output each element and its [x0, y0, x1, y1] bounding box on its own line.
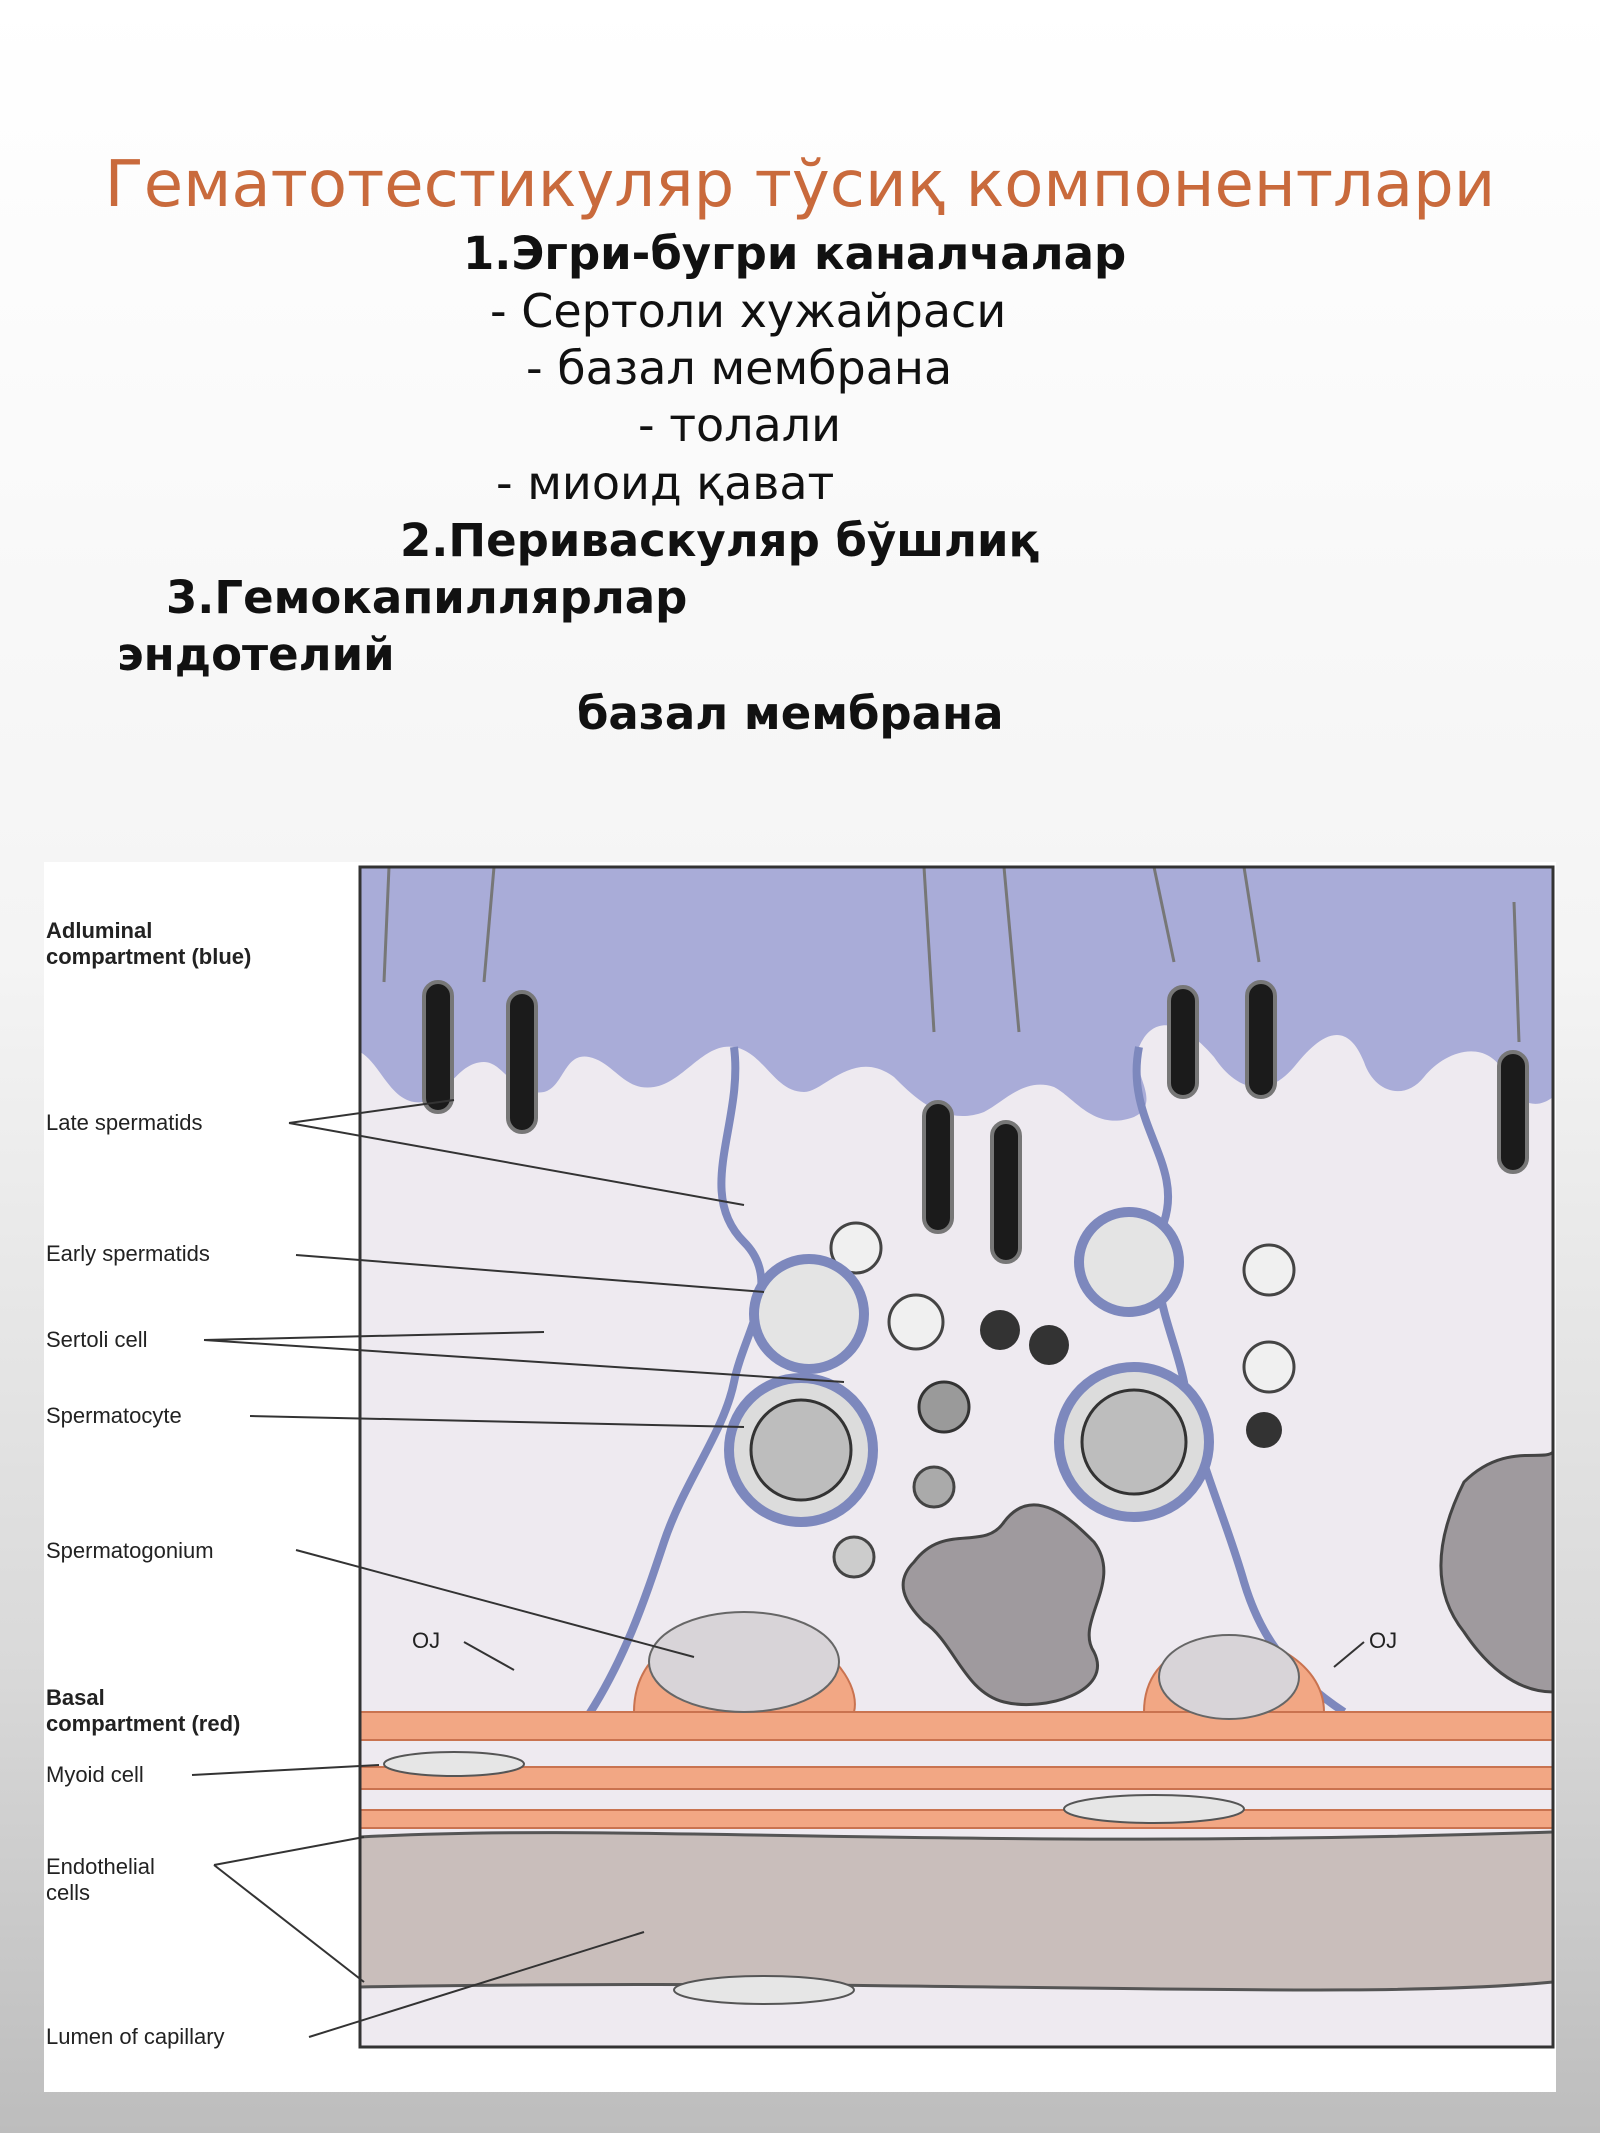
leader-lines: [191, 1099, 1365, 2038]
diagram-border: [358, 865, 1555, 2049]
basal-lamina-bottom: [359, 1809, 1554, 1829]
label-endothelial-line1: Endothelial: [46, 1854, 155, 1879]
late-spermatids: [382, 866, 1529, 1264]
myoid-cell-1: [383, 1751, 525, 1777]
item-1-convoluted-tubules: 1.Эгри-бугри каналчалар: [463, 227, 1127, 280]
label-spermatocyte: Spermatocyte: [46, 1403, 182, 1428]
item-endothelium: эндотелий: [117, 628, 395, 681]
spermatogonium-right: [1158, 1634, 1300, 1720]
barrier-diagram: Adluminal compartment (blue) Late sperma…: [46, 865, 1555, 2049]
early-spermatids: [749, 1207, 1296, 1394]
label-basal-line1: Basal: [46, 1685, 105, 1710]
label-lumen-of-capillary: Lumen of capillary: [46, 2024, 225, 2049]
label-endothelial-line2: cells: [46, 1880, 90, 1905]
blood-testis-barrier-figure: Adluminal compartment (blue) Late sperma…: [44, 862, 1556, 2092]
item-3-hemocapillaries: 3.Гемокапиллярлар: [166, 571, 688, 624]
endothelial-nucleus: [673, 1975, 855, 2005]
myoid-cell-2: [1063, 1794, 1245, 1824]
label-sertoli-cell: Sertoli cell: [46, 1327, 147, 1352]
label-oj-left: OJ: [412, 1628, 440, 1653]
spermatogonium-left: [648, 1611, 840, 1713]
item-basal-membrane: базал мембрана: [577, 687, 1004, 740]
subitem-sertoli-cell: - Сертоли хужайраси: [490, 284, 1007, 338]
capillary-lumen: [360, 1832, 1553, 1991]
slide-title: Гематотестикуляр тўсиқ компонентлари: [104, 148, 1496, 222]
dividing-cells: [832, 1310, 1282, 1579]
basal-lamina-top: [359, 1711, 1554, 1741]
leydig-cell: [1439, 1448, 1555, 1694]
endothelium-bottom: [359, 1980, 1554, 1992]
label-oj-right: OJ: [1369, 1628, 1397, 1653]
subitem-fibrous: - толали: [638, 398, 842, 452]
basal-lamina-middle: [359, 1766, 1554, 1790]
sertoli-membrane-left: [580, 1046, 766, 1725]
label-myoid-cell: Myoid cell: [46, 1762, 144, 1787]
subitem-basal-membrane: - базал мембрана: [526, 341, 953, 395]
macrophage-cell: [901, 1503, 1106, 1707]
spermatocytes: [724, 1362, 1214, 1527]
item-2-perivascular-space: 2.Периваскуляр бўшлиқ: [400, 514, 1040, 567]
label-adluminal-line2: compartment (blue): [46, 944, 251, 969]
endothelium-top: [359, 1830, 1554, 1841]
label-adluminal-line1: Adluminal: [46, 918, 152, 943]
label-spermatogonium: Spermatogonium: [46, 1538, 214, 1563]
label-early-spermatids: Early spermatids: [46, 1241, 210, 1266]
subitem-myoid-layer: - миоид қават: [496, 456, 835, 510]
label-late-spermatids: Late spermatids: [46, 1110, 203, 1135]
label-basal-line2: compartment (red): [46, 1711, 240, 1736]
